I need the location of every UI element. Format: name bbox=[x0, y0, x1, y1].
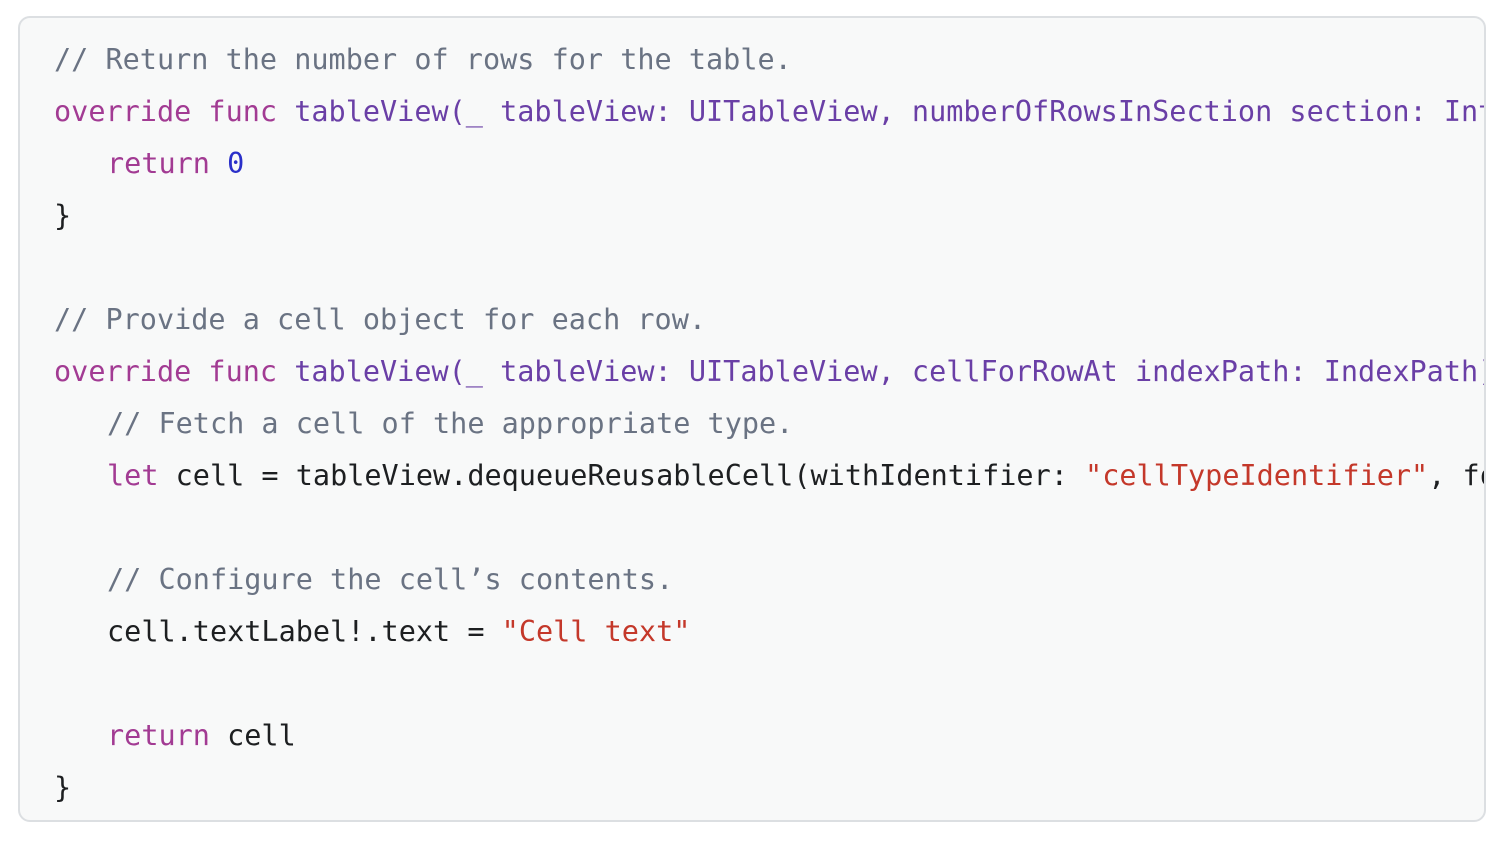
code-line: // Provide a cell object for each row. bbox=[54, 294, 1484, 346]
code-line: let cell = tableView.dequeueReusableCell… bbox=[54, 450, 1484, 502]
code-line: override func tableView(_ tableView: UIT… bbox=[54, 346, 1484, 398]
code-line: // Return the number of rows for the tab… bbox=[54, 34, 1484, 86]
code-line bbox=[54, 658, 1484, 710]
code-token-comment: // Configure the cell’s contents. bbox=[107, 563, 674, 596]
code-line: // Fetch a cell of the appropriate type. bbox=[54, 398, 1484, 450]
code-token-comment: // Provide a cell object for each row. bbox=[54, 303, 707, 336]
code-line: } bbox=[54, 190, 1484, 242]
code-token-keyword: override func bbox=[54, 355, 295, 388]
code-line bbox=[54, 242, 1484, 294]
code-token-plain: , for: indexPath) bbox=[1428, 459, 1484, 492]
code-token-plain: cell = tableView.dequeueReusableCell(wit… bbox=[175, 459, 1086, 492]
code-line bbox=[54, 502, 1484, 554]
code-line: cell.textLabel!.text = "Cell text" bbox=[54, 606, 1484, 658]
code-line: return cell bbox=[54, 710, 1484, 762]
code-line: return 0 bbox=[54, 138, 1484, 190]
code-token-comment: // Return the number of rows for the tab… bbox=[54, 43, 792, 76]
code-token-funcname: tableView(_ tableView: UITableView, cell… bbox=[294, 355, 1484, 388]
code-token-string: "cellTypeIdentifier" bbox=[1085, 459, 1429, 492]
code-token-keyword: return bbox=[107, 147, 228, 180]
code-line: } bbox=[54, 762, 1484, 814]
code-token-keyword: return bbox=[107, 719, 228, 752]
code-token-keyword: override func bbox=[54, 95, 295, 128]
code-block: // Return the number of rows for the tab… bbox=[18, 16, 1486, 822]
code-token-plain: cell.textLabel!.text = bbox=[107, 615, 502, 648]
code-line: // Configure the cell’s contents. bbox=[54, 554, 1484, 606]
code-token-string: "Cell text" bbox=[501, 615, 691, 648]
code-token-keyword: let bbox=[107, 459, 176, 492]
code-line: override func tableView(_ tableView: UIT… bbox=[54, 86, 1484, 138]
code-listing[interactable]: // Return the number of rows for the tab… bbox=[54, 34, 1484, 820]
code-token-number: 0 bbox=[227, 147, 245, 180]
code-token-comment: // Fetch a cell of the appropriate type. bbox=[107, 407, 794, 440]
code-token-plain: cell bbox=[227, 719, 296, 752]
code-token-plain: } bbox=[54, 771, 72, 804]
code-token-funcname: tableView(_ tableView: UITableView, numb… bbox=[294, 95, 1484, 128]
code-token-plain: } bbox=[54, 199, 72, 232]
